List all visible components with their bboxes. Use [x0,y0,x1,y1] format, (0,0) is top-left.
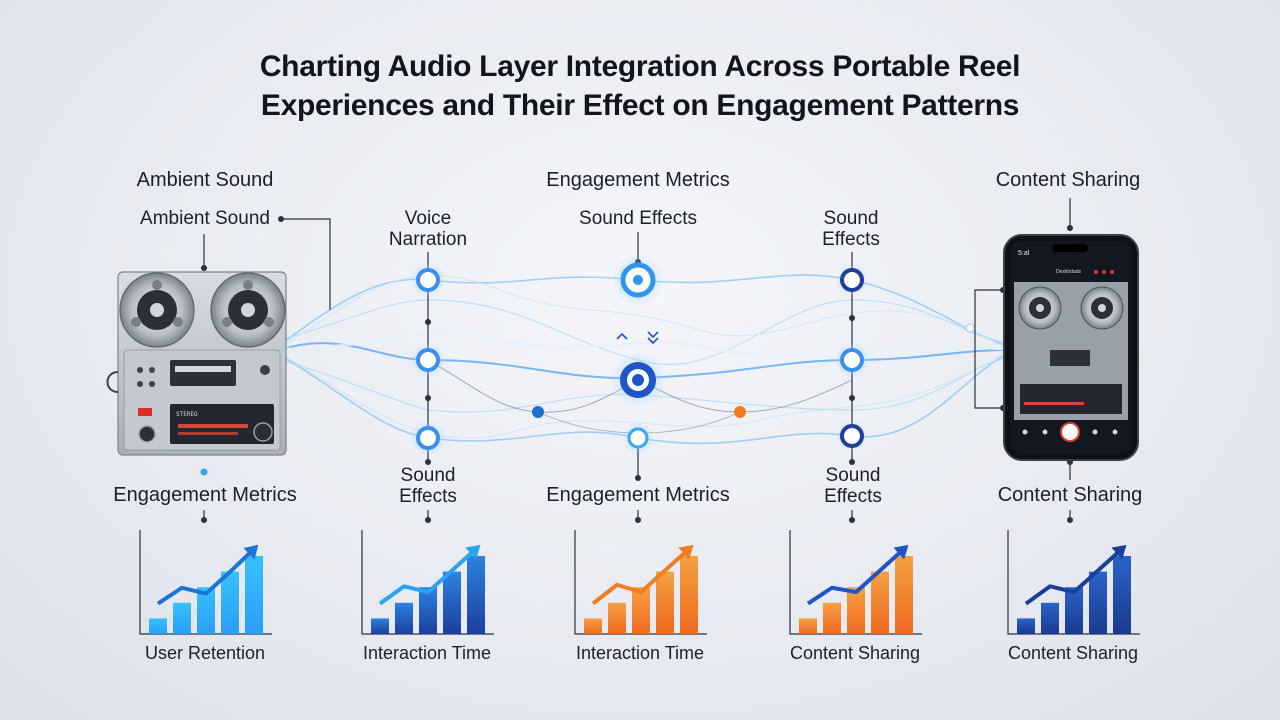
mini-chart-3 [574,530,707,635]
label-sound-effects-voice-bottom: Sound Effects [399,465,457,507]
chart-bar [1089,571,1107,634]
chart-bar [584,618,602,634]
mini-chart-1 [139,530,272,635]
mini-charts [139,530,1140,635]
chart-arrow-icon [678,544,694,560]
chart-bar [419,587,437,634]
caption-interaction-time-1: Interaction Time [362,643,492,663]
label-engagement-metrics-left: Engagement Metrics [113,484,297,506]
chart-arrow-icon [465,544,481,560]
chart-bar [443,571,461,634]
chart-bar [149,618,167,634]
chart-bar [1017,618,1035,634]
chart-bar [221,571,239,634]
label-sound-effects-right: Sound Effects [822,208,880,250]
node-voice-top [410,262,446,298]
flow-nodes [410,254,870,456]
label-voice-narration: Voice Narration [388,208,468,250]
chart-bar [371,618,389,634]
chart-arrow-icon [893,544,909,560]
caption-interaction-time-2: Interaction Time [575,643,705,663]
title-line-2: Experiences and Their Effect on Engageme… [260,89,1020,122]
chart-bar [680,556,698,634]
label-ambient-sound: Ambient Sound [140,208,270,229]
phone-status-time: 5:al [1018,250,1030,257]
smartphone-icon: 5:al Deskhdads [1003,234,1139,461]
node-small-orange [734,406,746,418]
chart-trend-line [1024,547,1124,606]
phone-link-dot [965,323,975,333]
phone-app-title: Deskhdads [1056,269,1082,275]
chart-bar [245,556,263,634]
node-small-blue [532,406,544,418]
chart-bar [1065,587,1083,634]
node-center-main [610,352,666,408]
chart-arrow-icon [243,544,259,560]
deck-link-dot [200,468,208,476]
reel-to-reel-deck-icon: STEREO [106,271,287,456]
caption-user-retention: User Retention [144,643,266,663]
node-voice-mid [410,342,446,378]
mini-chart-2 [361,530,494,635]
chevron-up-down-icon [616,331,659,345]
label-sound-effects-center: Sound Effects [579,208,697,229]
chart-bar [656,571,674,634]
node-center-bottom [622,422,654,454]
caption-content-sharing-1: Content Sharing [789,643,921,663]
mini-chart-4 [789,530,922,635]
chart-bar [847,587,865,634]
chart-bar [632,587,650,634]
header-content-sharing: Content Sharing [995,169,1141,191]
chart-trend-line [378,547,478,606]
mini-chart-5 [1007,530,1140,635]
chart-bar [799,618,817,634]
header-engagement-metrics: Engagement Metrics [546,169,730,191]
chart-arrow-icon [1111,544,1127,560]
label-content-sharing-far-right: Content Sharing [997,484,1143,506]
chart-bar [608,602,626,634]
chart-bar [871,571,889,634]
header-ambient-sound: Ambient Sound [136,169,274,191]
label-engagement-metrics-center: Engagement Metrics [546,484,730,506]
chart-bar [395,602,413,634]
chart-trend-line [591,547,691,606]
chart-bar [1041,602,1059,634]
chart-bar [823,602,841,634]
chart-bar [173,602,191,634]
node-right-bottom [836,420,868,452]
node-center-top [612,254,664,306]
node-right-mid [834,342,870,378]
deck-display: STEREO [176,411,198,418]
chart-trend-line [156,547,256,606]
chart-trend-line [806,547,906,606]
chart-bar [197,587,215,634]
label-sound-effects-right-bottom: Sound Effects [824,465,882,507]
caption-content-sharing-2: Content Sharing [1007,643,1139,663]
chart-bar [895,556,913,634]
chart-bar [467,556,485,634]
chart-bar [1113,556,1131,634]
node-right-top [836,264,868,296]
node-voice-bottom [410,420,446,456]
title-line-1: Charting Audio Layer Integration Across … [259,50,1021,83]
